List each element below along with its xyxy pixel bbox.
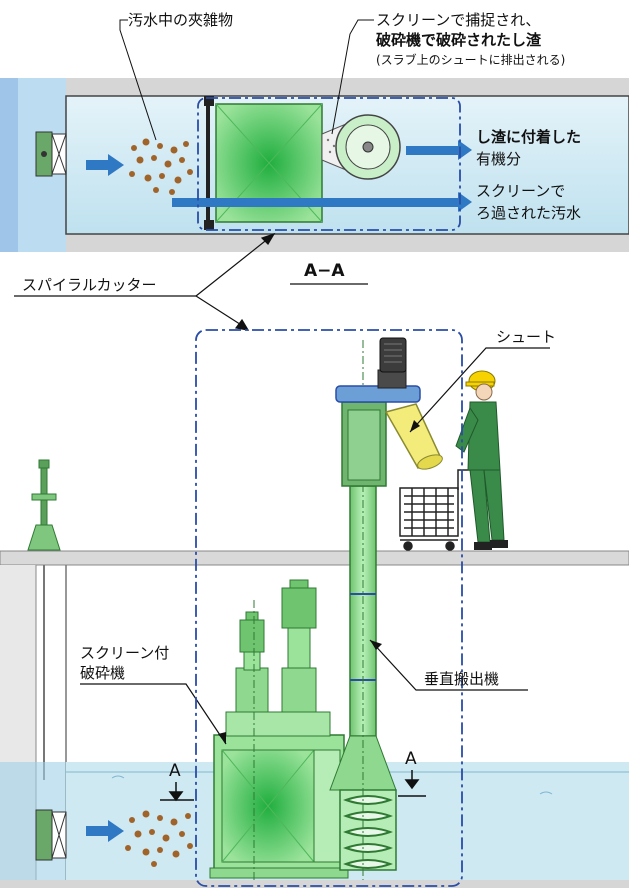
crusher-motor-left-top xyxy=(239,619,265,653)
label-section-aa: A−A xyxy=(304,261,345,281)
label-organic-line1: し渣に付着した xyxy=(476,128,582,146)
elevation-view xyxy=(0,329,629,888)
elevation-cutter-outline xyxy=(195,329,463,887)
crusher-motor-left-cap xyxy=(245,611,259,621)
valve-cap xyxy=(31,493,57,501)
plan-conveyor-inner xyxy=(362,141,374,153)
crusher-motor-right-body xyxy=(281,667,317,713)
cart-icon xyxy=(399,469,474,551)
label-captured-line1: スクリーンで捕捉され、 xyxy=(376,11,541,29)
spiral-cutter-leader xyxy=(14,232,276,331)
upper-slab xyxy=(0,550,629,566)
label-captured-line3: (スラブ上のシュートに排出される) xyxy=(376,53,566,67)
crusher-side xyxy=(313,749,341,863)
crusher-motor-right-neck xyxy=(287,627,311,669)
crusher-foot xyxy=(209,867,349,879)
label-screen-crusher-line2: 破砕機 xyxy=(80,664,126,682)
leader-vertical-conveyor-arrow xyxy=(370,640,382,650)
leader-captured xyxy=(331,19,374,135)
leader-chute-arrow xyxy=(410,420,420,432)
crusher-motor-left-body xyxy=(235,667,269,713)
plan-left-wall xyxy=(0,78,18,252)
label-spiral-cutter: スパイラルカッター xyxy=(22,276,157,294)
label-vertical-conveyor: 垂直搬出機 xyxy=(424,670,500,688)
plan-view xyxy=(0,19,629,252)
conveyor-gearbox xyxy=(377,369,407,389)
label-captured-line2: 破砕機で破砕されたし渣 xyxy=(376,31,542,49)
water-ripple-2 xyxy=(539,791,553,795)
label-marker-a-left: A xyxy=(169,761,181,781)
crusher-top-plate xyxy=(225,711,331,737)
motor-icon xyxy=(384,343,402,363)
water-ripple-1 xyxy=(111,775,125,779)
section-marker-right xyxy=(398,770,426,797)
crusher-motor-right-cap xyxy=(289,579,309,589)
crusher-motor-left-neck xyxy=(243,649,261,671)
label-filtered-line1: スクリーンで xyxy=(476,182,566,200)
conveyor-screw xyxy=(343,795,393,869)
pit-floor xyxy=(0,880,629,888)
label-filtered-line2: ろ過された汚水 xyxy=(476,204,582,222)
crusher-motor-right-top xyxy=(281,587,317,629)
conveyor-head-window xyxy=(347,409,381,481)
plan-filtered-arrow xyxy=(172,192,472,212)
leader-vertical-conveyor xyxy=(369,639,528,691)
section-marker-left xyxy=(160,782,194,802)
label-debris-in-sewage: 汚水中の夾雑物 xyxy=(128,11,234,29)
plan-bracket-top xyxy=(204,96,214,106)
label-marker-a-right: A xyxy=(405,749,417,769)
worker-figure-icon xyxy=(455,370,508,550)
leader-screen-crusher xyxy=(80,683,227,745)
plan-gate-dot xyxy=(41,151,47,157)
pit-gate xyxy=(35,809,53,861)
pit-inflow-arrow xyxy=(86,820,124,842)
leader-screen-crusher-arrow xyxy=(218,732,226,744)
label-screen-crusher-line1: スクリーン付 xyxy=(80,644,170,662)
label-organic-line2: 有機分 xyxy=(476,150,522,168)
leader-debris xyxy=(119,19,157,141)
conveyor-motor xyxy=(379,337,407,373)
chute-outlet xyxy=(417,454,443,470)
plan-gate-x2 xyxy=(51,133,67,175)
plan-debris xyxy=(129,138,193,195)
plan-wall-bottom xyxy=(0,234,629,252)
pit-gate-x2 xyxy=(51,811,67,859)
plan-wall-top xyxy=(0,78,629,96)
valve-stand xyxy=(27,524,61,551)
leader-chute xyxy=(409,347,550,433)
valve-pole-top xyxy=(38,459,50,469)
crusher-screen-d2 xyxy=(221,749,315,863)
plan-cutter-outline xyxy=(197,97,461,231)
plan-organic-arrow xyxy=(406,140,472,160)
pit-debris xyxy=(125,810,193,867)
plan-inflow-arrow xyxy=(86,154,124,176)
plan-bracket-bottom xyxy=(204,220,214,230)
label-chute: シュート xyxy=(496,328,557,346)
